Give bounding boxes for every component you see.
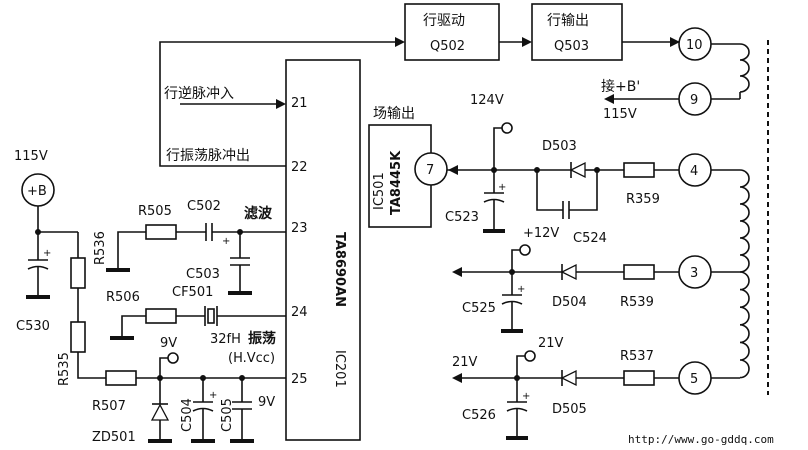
v115-right-label: 115V: [603, 107, 637, 122]
h-osc-out-label: 行振荡脉冲出: [166, 148, 250, 164]
connect-b-label: 接+B': [601, 78, 640, 95]
node-10: 10: [678, 27, 712, 61]
primary-coil: [711, 43, 750, 100]
d504: [560, 263, 577, 281]
r539-label: R539: [620, 295, 654, 310]
h-flyback-path: 行逆脉冲入: [164, 86, 286, 109]
r535: [70, 321, 86, 353]
r507-label: R507: [92, 399, 126, 414]
r536-label: R536: [93, 231, 108, 265]
q502-title: 行驱动: [423, 13, 465, 29]
r539: [623, 264, 655, 280]
node-9: 9: [678, 82, 712, 116]
watermark: http://www.go-gddq.com: [628, 433, 774, 446]
node-7: 7: [426, 163, 434, 178]
pin25-network: +: [105, 352, 286, 443]
r537-label: R537: [620, 349, 654, 364]
ic201-pin-25: 25: [291, 372, 308, 387]
r506: [145, 308, 177, 324]
r537: [623, 370, 655, 386]
c530-label: C530: [16, 319, 50, 334]
c502-label: C502: [187, 199, 221, 214]
ic501: IC501 TA8445K 场输出 7: [368, 106, 448, 228]
svg-text:+: +: [222, 236, 230, 247]
r359: [623, 162, 655, 178]
r506-label: R506: [106, 290, 140, 305]
svg-text:+: +: [498, 182, 506, 193]
d505: [560, 369, 577, 387]
svg-text:+: +: [517, 284, 525, 295]
plus-b-source: +B 115V +: [14, 149, 106, 379]
svg-text:10: 10: [686, 38, 703, 53]
zd501-label: ZD501: [92, 430, 136, 445]
node-3: 3: [678, 255, 712, 289]
node-4: 4: [678, 153, 712, 187]
q503-block: 行输出 Q503: [531, 3, 623, 61]
q502-code: Q502: [430, 39, 465, 54]
r536: [70, 257, 86, 289]
osc-sub-label: (H.Vcc): [228, 351, 275, 366]
resonator-network: [110, 306, 286, 340]
ic201-pin-24: 24: [291, 305, 308, 320]
c505-label: C505: [220, 398, 235, 432]
d504-label: D504: [552, 295, 587, 310]
ic201-part: TA8690AN: [332, 232, 347, 307]
cf501-freq-label: 32fH: [210, 332, 241, 347]
v124-label: 124V: [470, 93, 504, 108]
svg-text:3: 3: [690, 266, 698, 281]
branch-124v: 124V +: [440, 93, 679, 233]
ic201-pin-21: 21: [291, 96, 308, 111]
secondary-coil: [711, 169, 750, 379]
svg-text:+: +: [209, 390, 217, 401]
cf501: [207, 308, 215, 324]
cf501-label: CF501: [172, 285, 213, 300]
ic201: IC201 TA8690AN 21 22 23 24 25: [285, 59, 361, 441]
plus-b-feed: 接+B' 115V: [601, 78, 679, 122]
c503-label: C503: [186, 267, 220, 282]
svg-text:+: +: [43, 248, 51, 259]
ic201-label: IC201: [332, 350, 347, 388]
branch-12v: +: [452, 244, 679, 333]
r359-label: R359: [626, 192, 660, 207]
v12-label: +12V: [523, 226, 559, 241]
c525-label: C525: [462, 301, 496, 316]
r535-label: R535: [57, 352, 72, 386]
ic501-part: TA8445K: [389, 150, 404, 215]
h-flyback-in-label: 行逆脉冲入: [164, 86, 234, 102]
r505: [145, 224, 177, 240]
q503-code: Q503: [554, 39, 589, 54]
branch-21v: +: [452, 350, 679, 440]
osc-label: 振荡: [248, 330, 276, 347]
c523-label: C523: [445, 210, 479, 225]
c524-label: C524: [573, 231, 607, 246]
svg-text:9: 9: [690, 93, 698, 108]
q503-title: 行输出: [547, 13, 589, 29]
node-5: 5: [678, 361, 712, 395]
r505-label: R505: [138, 204, 172, 219]
ic201-pin-22: 22: [291, 160, 308, 175]
h-osc-path: 行振荡脉冲出: [159, 37, 405, 167]
v9-right-label: 9V: [258, 395, 275, 410]
d503: [569, 161, 586, 179]
plus-b-label: +B: [27, 184, 47, 199]
v9-top-label: 9V: [160, 336, 177, 351]
ic201-pin-23: 23: [291, 221, 308, 236]
v21-out-label: 21V: [452, 355, 478, 370]
svg-text:+: +: [522, 391, 530, 402]
r507: [105, 370, 137, 386]
q502-block: 行驱动 Q502: [404, 3, 500, 61]
c526-label: C526: [462, 408, 496, 423]
filter-network: +: [106, 223, 286, 295]
svg-text:5: 5: [690, 372, 698, 387]
svg-text:4: 4: [690, 164, 698, 179]
filter-label: 滤波: [244, 205, 273, 222]
v115-left-label: 115V: [14, 149, 48, 164]
d503-label: D503: [542, 139, 577, 154]
c504-label: C504: [180, 398, 195, 432]
field-out-label: 场输出: [373, 106, 415, 122]
v21-label: 21V: [538, 336, 564, 351]
d505-label: D505: [552, 402, 587, 417]
ic501-name: IC501: [372, 172, 387, 210]
